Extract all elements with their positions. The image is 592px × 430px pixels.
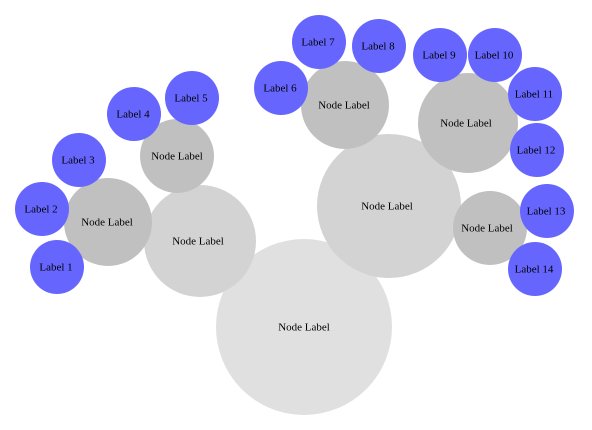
leaf-node-14-circle <box>508 242 562 296</box>
group-b-node[interactable]: Node Label <box>140 119 214 193</box>
root-node-circle <box>216 239 392 415</box>
group-a-node[interactable]: Node Label <box>64 178 152 266</box>
leaf-node-10[interactable]: Label 10 <box>468 28 522 82</box>
leaf-node-7-circle <box>292 15 346 69</box>
leaf-node-10-circle <box>468 28 522 82</box>
leaf-node-1[interactable]: Label 1 <box>30 240 84 294</box>
leaf-node-12-circle <box>510 123 564 177</box>
leaf-node-14[interactable]: Label 14 <box>508 242 562 296</box>
group-c-node[interactable]: Node Label <box>301 61 389 149</box>
leaf-node-6[interactable]: Label 6 <box>254 61 308 115</box>
branch-left-node-circle <box>144 185 256 297</box>
group-a-node-circle <box>64 178 152 266</box>
root-node[interactable]: Node Label <box>216 239 392 415</box>
leaf-node-3-label: Label 3 <box>61 155 95 167</box>
branch-right-node-circle <box>317 134 461 278</box>
leaf-node-4-label: Label 4 <box>116 109 150 121</box>
leaf-node-2[interactable]: Label 2 <box>15 182 69 236</box>
leaf-node-6-circle <box>254 61 308 115</box>
group-b-node-label: Node Label <box>151 151 203 163</box>
group-d-node-label: Node Label <box>440 118 492 130</box>
leaf-node-2-circle <box>15 182 69 236</box>
leaf-node-5-circle <box>165 71 219 125</box>
leaf-node-4[interactable]: Label 4 <box>107 87 161 141</box>
leaf-node-14-label: Label 14 <box>515 264 554 276</box>
leaf-node-1-label: Label 1 <box>39 262 72 274</box>
group-e-node[interactable]: Node Label <box>453 191 527 265</box>
leaf-node-9-circle <box>413 28 467 82</box>
group-b-node-circle <box>140 119 214 193</box>
leaf-node-5[interactable]: Label 5 <box>165 71 219 125</box>
leaf-node-8-circle <box>352 19 406 73</box>
leaf-node-4-circle <box>107 87 161 141</box>
group-d-node-circle <box>418 73 518 173</box>
leaf-node-11[interactable]: Label 11 <box>508 67 562 121</box>
branch-left-node-label: Node Label <box>172 236 224 248</box>
branch-right-node-label: Node Label <box>361 201 413 213</box>
group-c-node-circle <box>301 61 389 149</box>
branch-right-node[interactable]: Node Label <box>317 134 461 278</box>
leaf-node-12-label: Label 12 <box>517 145 556 157</box>
branch-left-node[interactable]: Node Label <box>144 185 256 297</box>
leaf-node-1-circle <box>30 240 84 294</box>
leaf-node-12[interactable]: Label 12 <box>510 123 564 177</box>
leaf-node-7-label: Label 7 <box>301 37 335 49</box>
leaf-node-2-label: Label 2 <box>24 204 57 216</box>
group-e-node-circle <box>453 191 527 265</box>
group-a-node-label: Node Label <box>81 217 133 229</box>
group-d-node[interactable]: Node Label <box>418 73 518 173</box>
leaf-node-8[interactable]: Label 8 <box>352 19 406 73</box>
leaf-node-5-label: Label 5 <box>174 93 208 105</box>
leaf-node-9[interactable]: Label 9 <box>413 28 467 82</box>
leaf-node-13[interactable]: Label 13 <box>520 184 574 238</box>
leaf-node-6-label: Label 6 <box>263 83 297 95</box>
leaf-node-9-label: Label 9 <box>422 50 456 62</box>
leaf-node-7[interactable]: Label 7 <box>292 15 346 69</box>
leaf-node-3[interactable]: Label 3 <box>52 133 106 187</box>
group-c-node-label: Node Label <box>318 100 370 112</box>
leaf-node-13-circle <box>520 184 574 238</box>
root-node-label: Node Label <box>278 322 330 334</box>
leaf-node-10-label: Label 10 <box>475 50 514 62</box>
leaf-node-3-circle <box>52 133 106 187</box>
leaf-node-11-label: Label 11 <box>515 89 553 101</box>
leaf-node-11-circle <box>508 67 562 121</box>
leaf-node-13-label: Label 13 <box>527 206 566 218</box>
group-e-node-label: Node Label <box>461 223 513 235</box>
leaf-node-8-label: Label 8 <box>361 41 395 53</box>
